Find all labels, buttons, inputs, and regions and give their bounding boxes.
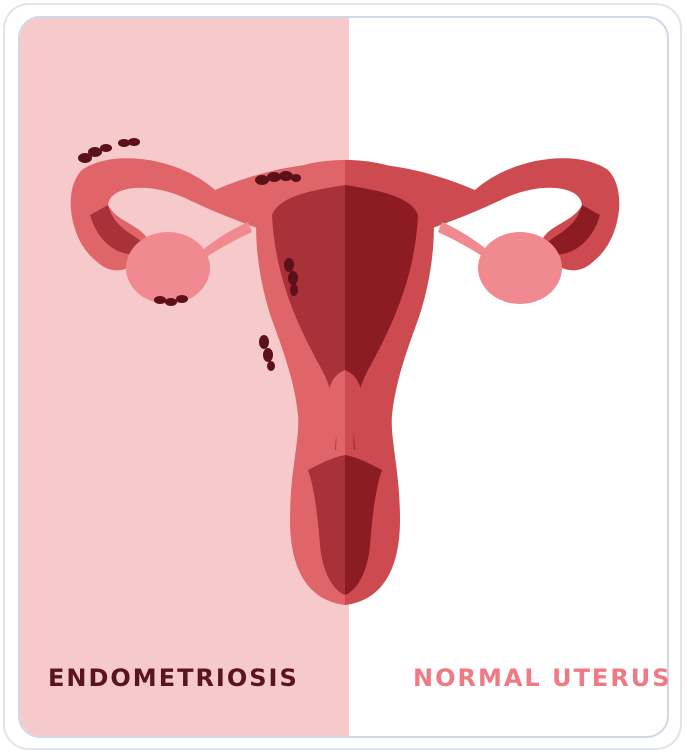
endometriosis-lesion-icon <box>259 335 275 371</box>
uterus-left-half <box>71 158 345 605</box>
left-ovary <box>126 232 210 304</box>
left-ovarian-ligament <box>200 222 252 258</box>
right-ovary <box>478 232 562 304</box>
endometriosis-label: ENDOMETRIOSIS <box>48 664 299 692</box>
endometriosis-lesion-icon <box>118 138 140 147</box>
uterus-right-half <box>345 158 619 605</box>
normal-uterus-label: NORMAL UTERUS <box>413 664 672 692</box>
